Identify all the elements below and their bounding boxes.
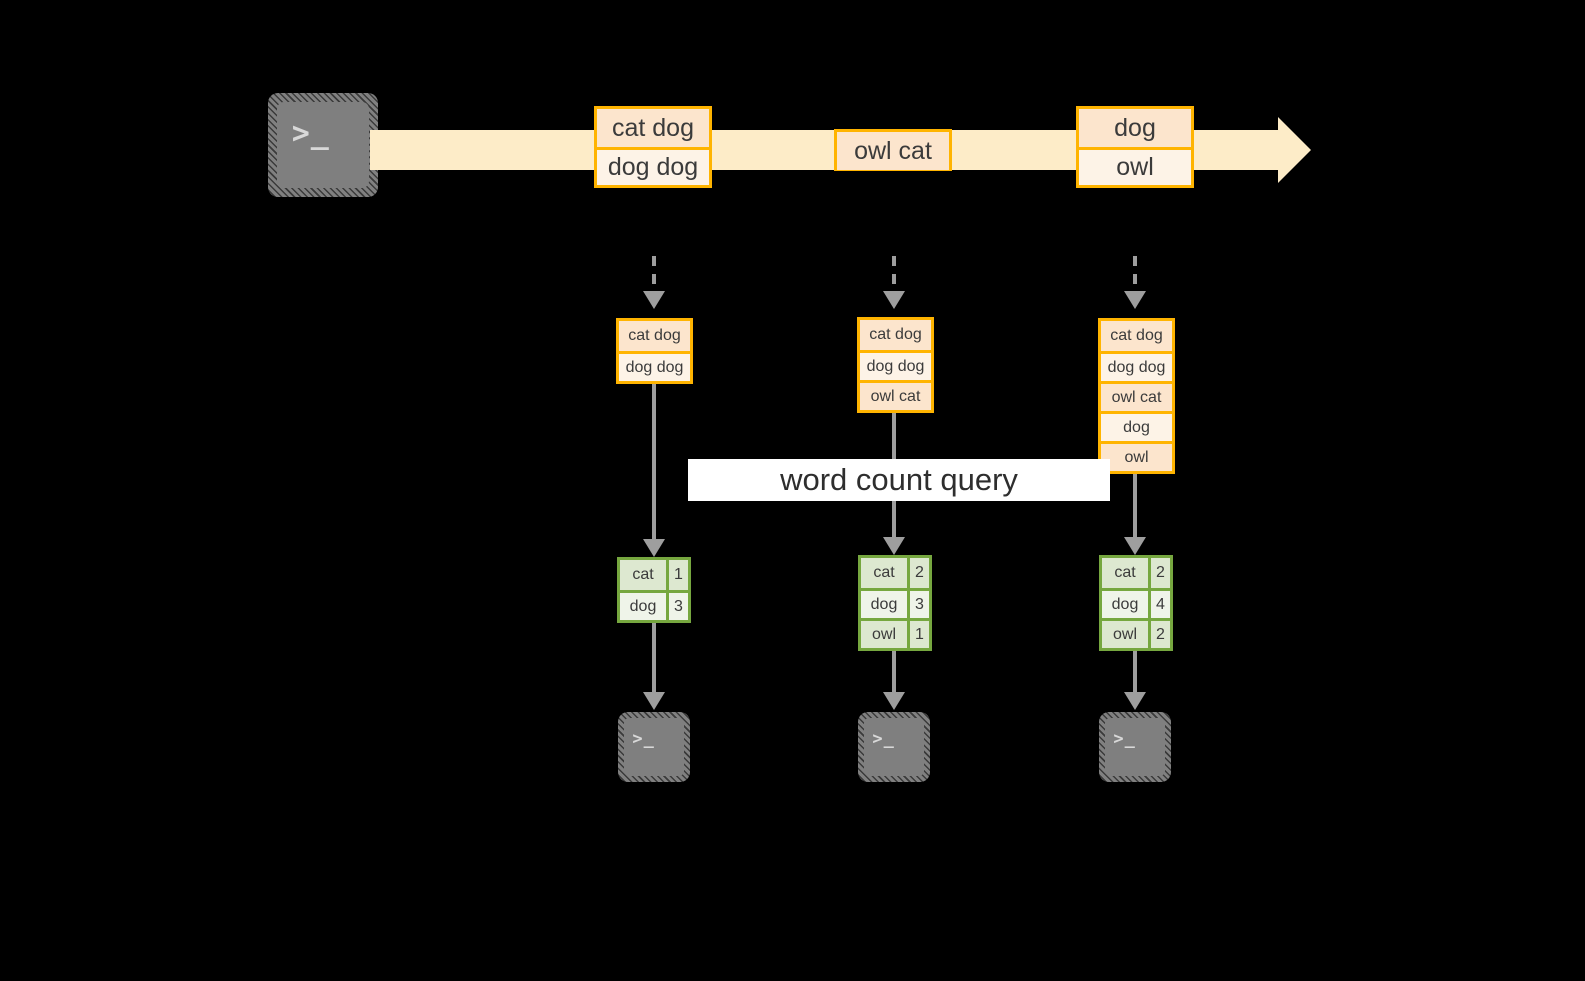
word-count-query-label-band: word count query: [688, 459, 1110, 501]
snapshot-1-result-table: cat 1 dog 3: [617, 557, 691, 623]
result-count: 3: [666, 593, 688, 620]
terminal-screen: >_: [624, 718, 684, 776]
result-count: 1: [907, 621, 929, 648]
snapshot-3-input-connector: [1133, 256, 1137, 292]
stream-record-1: cat dog dog dog: [594, 106, 712, 188]
result-row: owl 1: [861, 618, 929, 648]
result-count: 1: [666, 560, 688, 590]
snapshot-3-query-arrowhead: [1124, 537, 1146, 555]
result-row: dog 3: [861, 588, 929, 618]
result-word: cat: [861, 558, 907, 588]
snapshot-3-sink-arrowhead: [1124, 692, 1146, 710]
snapshot-1-sink-connector: [652, 623, 656, 693]
snapshot-1-input-connector: [652, 256, 656, 292]
snapshot-1-query-arrowhead: [643, 539, 665, 557]
snapshot-1-input-arrowhead: [643, 291, 665, 309]
result-word: dog: [1102, 591, 1148, 618]
snapshot-3-input-arrowhead: [1124, 291, 1146, 309]
result-word: cat: [1102, 558, 1148, 588]
stream-record-line: owl: [1079, 147, 1191, 185]
result-row: dog 4: [1102, 588, 1170, 618]
snapshot-3-result-table: cat 2 dog 4 owl 2: [1099, 555, 1173, 651]
terminal-screen: >_: [864, 718, 924, 776]
stream-record-line: dog: [1079, 109, 1191, 147]
snapshot-1-input-table: cat dog dog dog: [616, 318, 693, 384]
input-row: cat dog: [860, 320, 931, 350]
result-row: cat 2: [861, 558, 929, 588]
snapshot-2-sink-terminal-icon: >_: [858, 712, 930, 782]
snapshot-1-query-connector: [652, 384, 656, 540]
snapshot-2-input-table: cat dog dog dog owl cat: [857, 317, 934, 413]
stream-record-2: owl cat: [834, 129, 952, 171]
terminal-screen: >_: [1105, 718, 1165, 776]
terminal-prompt-glyph: >_: [632, 728, 655, 749]
snapshot-2-input-connector: [892, 256, 896, 292]
stream-record-line: dog dog: [597, 147, 709, 185]
result-row: owl 2: [1102, 618, 1170, 648]
result-count: 2: [1148, 621, 1170, 648]
input-row: owl: [1101, 441, 1172, 471]
result-word: dog: [620, 593, 666, 620]
result-count: 2: [1148, 558, 1170, 588]
terminal-prompt-glyph: >_: [872, 728, 895, 749]
snapshot-1-sink-terminal-icon: >_: [618, 712, 690, 782]
input-row: owl cat: [1101, 381, 1172, 411]
terminal-prompt-glyph: >_: [1113, 728, 1136, 749]
event-stream-arrowhead: [1278, 117, 1311, 183]
result-count: 3: [907, 591, 929, 618]
stream-record-line: cat dog: [597, 109, 709, 147]
result-word: owl: [1102, 621, 1148, 648]
snapshot-2-query-arrowhead: [883, 537, 905, 555]
result-row: cat 1: [620, 560, 688, 590]
snapshot-3-query-connector: [1133, 474, 1137, 538]
input-row: dog dog: [1101, 351, 1172, 381]
snapshot-1-sink-arrowhead: [643, 692, 665, 710]
stream-record-3: dog owl: [1076, 106, 1194, 188]
snapshot-2-sink-connector: [892, 651, 896, 693]
input-row: dog: [1101, 411, 1172, 441]
terminal-prompt-glyph: >_: [291, 116, 330, 152]
input-row: dog dog: [619, 351, 690, 381]
input-row: cat dog: [1101, 321, 1172, 351]
input-row: owl cat: [860, 380, 931, 410]
result-count: 4: [1148, 591, 1170, 618]
snapshot-3-sink-terminal-icon: >_: [1099, 712, 1171, 782]
result-word: dog: [861, 591, 907, 618]
result-row: dog 3: [620, 590, 688, 620]
snapshot-2-sink-arrowhead: [883, 692, 905, 710]
snapshot-2-result-table: cat 2 dog 3 owl 1: [858, 555, 932, 651]
result-count: 2: [907, 558, 929, 588]
word-count-query-label: word count query: [780, 462, 1018, 497]
snapshot-3-input-table: cat dog dog dog owl cat dog owl: [1098, 318, 1175, 474]
input-row: dog dog: [860, 350, 931, 380]
terminal-screen: >_: [277, 102, 369, 188]
stream-record-line: owl cat: [837, 132, 949, 170]
input-row: cat dog: [619, 321, 690, 351]
result-word: owl: [861, 621, 907, 648]
result-word: cat: [620, 560, 666, 590]
source-terminal-icon: >_: [268, 93, 378, 197]
snapshot-3-sink-connector: [1133, 651, 1137, 693]
result-row: cat 2: [1102, 558, 1170, 588]
snapshot-2-input-arrowhead: [883, 291, 905, 309]
